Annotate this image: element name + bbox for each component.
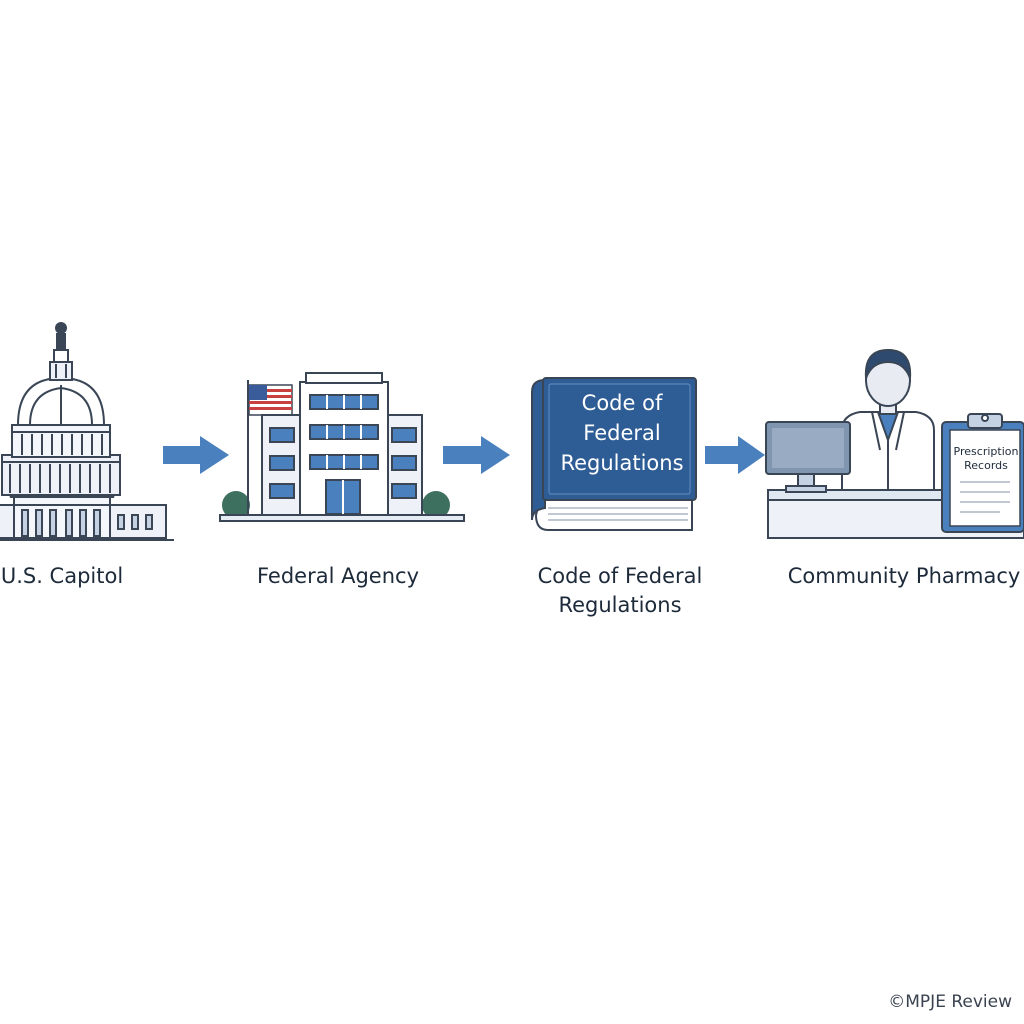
book-icon: Code of Federal Regulations: [531, 377, 697, 531]
label-community-pharmacy-text: Community Pharmacy: [787, 564, 1021, 588]
book-cover-line-3: Regulations: [560, 451, 683, 475]
arrow-right-icon: [163, 436, 229, 474]
clipboard-line-1: Prescription: [954, 445, 1019, 458]
label-cfr-line-2: Regulations: [558, 593, 682, 617]
arrow-right-icon: [705, 436, 765, 474]
label-us-capitol: U.S. Capitol: [0, 562, 132, 591]
copyright-notice: ©MPJE Review: [888, 992, 1012, 1012]
label-community-pharmacy: Community Pharmacy: [784, 562, 1024, 591]
agency-building-icon: [219, 372, 465, 522]
label-cfr-line-1: Code of Federal: [537, 564, 703, 588]
capitol-icon: [0, 322, 174, 541]
american-flag-icon: [248, 384, 293, 416]
label-federal-agency: Federal Agency: [238, 562, 438, 591]
arrow-right-icon: [443, 436, 510, 474]
label-federal-agency-text: Federal Agency: [256, 564, 419, 588]
book-cover-line-1: Code of: [582, 391, 663, 415]
label-us-capitol-text: U.S. Capitol: [0, 564, 124, 588]
clipboard-icon: [941, 413, 1024, 533]
computer-monitor-icon: [765, 421, 851, 493]
book-cover-line-2: Federal: [583, 421, 660, 445]
label-code-of-federal-regulations: Code of Federal Regulations: [515, 562, 725, 620]
clipboard-line-2: Records: [964, 459, 1008, 472]
pharmacist-icon: [765, 348, 1024, 539]
